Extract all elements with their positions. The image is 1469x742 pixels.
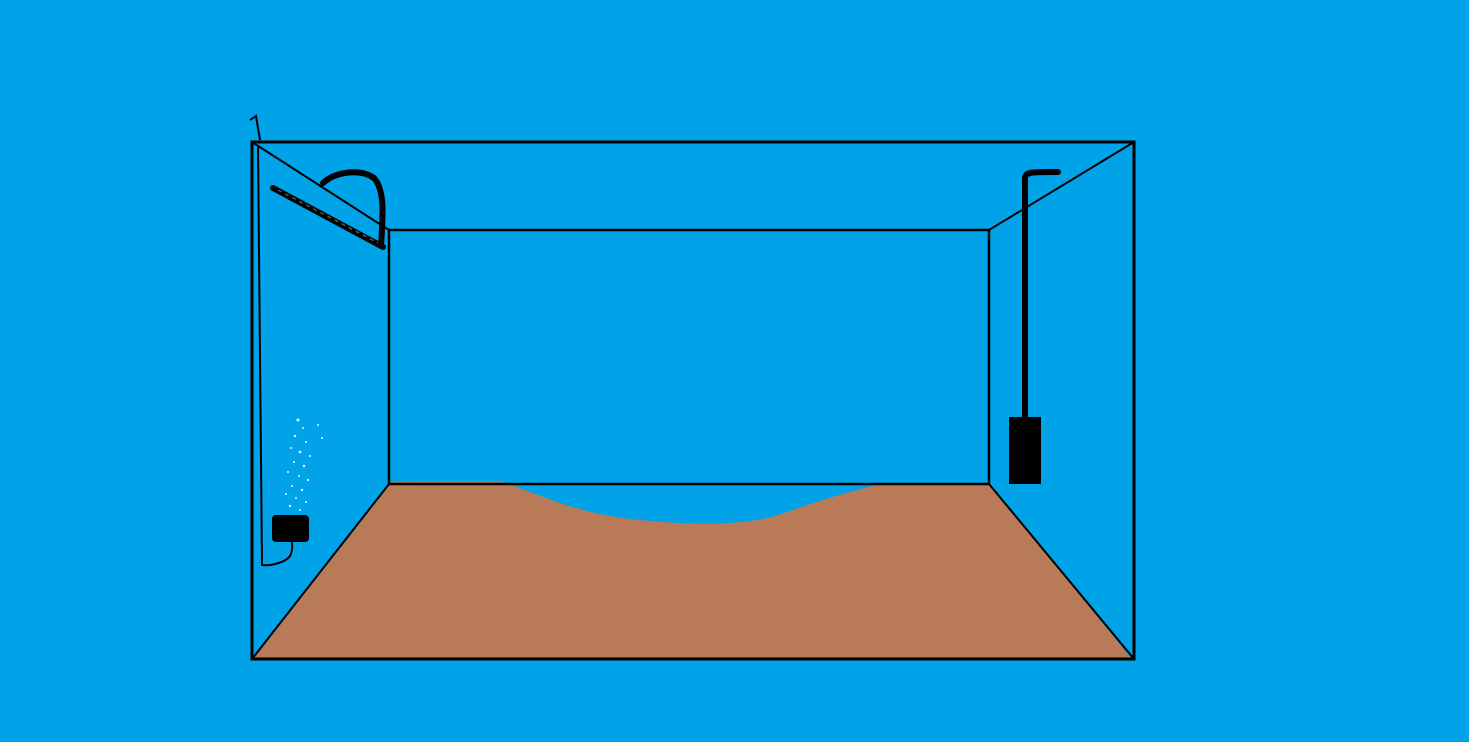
air-bubbles (285, 418, 323, 511)
tank-edge-bottom-right (988, 483, 1135, 660)
internal-filter (1009, 417, 1041, 484)
tank-edge-bottom-left (251, 483, 390, 660)
tank-back-frame (387, 228, 991, 486)
sand-substrate (255, 481, 1130, 657)
tank-front-frame (250, 140, 1136, 661)
light-bar (270, 169, 386, 250)
airline-tubing (257, 145, 294, 567)
tube-tip-mark (249, 114, 261, 141)
tank-edge-top-left (251, 141, 390, 231)
aquarium-tank (250, 140, 1136, 661)
water-pump-intake (1022, 169, 1061, 421)
tank-edge-top-right (988, 141, 1135, 231)
air-stone (272, 515, 309, 542)
